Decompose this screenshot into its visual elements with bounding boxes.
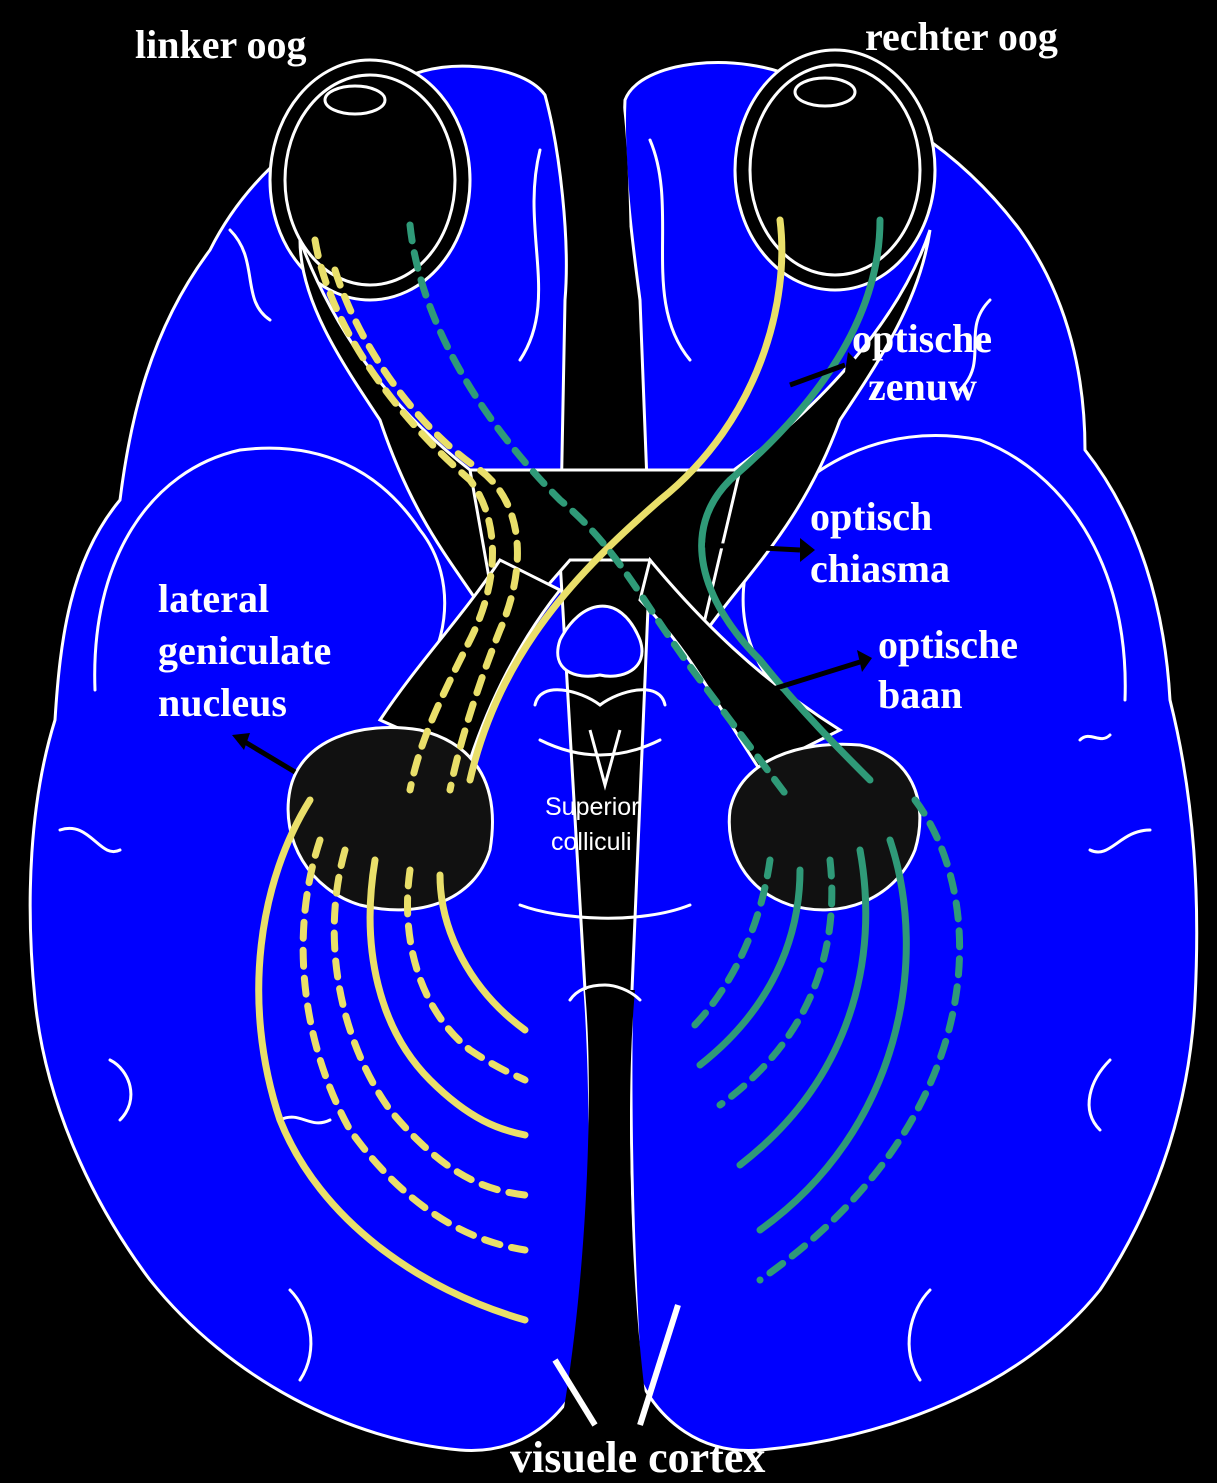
lgn-label-1: lateral — [158, 576, 269, 621]
superior-colliculi-label-1: Superior — [545, 793, 640, 821]
visual-cortex-label: visuele cortex — [510, 1433, 765, 1482]
superior-colliculi-label-2: colliculi — [551, 828, 632, 856]
chiasm-label-1: optisch — [810, 494, 932, 539]
left-eyeball — [270, 60, 470, 300]
tract-label-2: baan — [878, 672, 963, 717]
lgn-label-3: nucleus — [158, 680, 287, 725]
left-eye-label: linker oog — [135, 22, 307, 67]
lgn-label-2: geniculate — [158, 628, 331, 673]
right-eyeball — [735, 50, 935, 290]
chiasm-label-2: chiasma — [810, 546, 950, 591]
tract-label-1: optische — [878, 622, 1018, 667]
left-lgn — [288, 728, 492, 910]
right-lgn — [729, 744, 920, 910]
right-eye-label: rechter oog — [865, 14, 1058, 59]
optic-nerve-label-1: optische — [852, 316, 992, 361]
optic-nerve-label-2: zenuw — [868, 364, 977, 409]
